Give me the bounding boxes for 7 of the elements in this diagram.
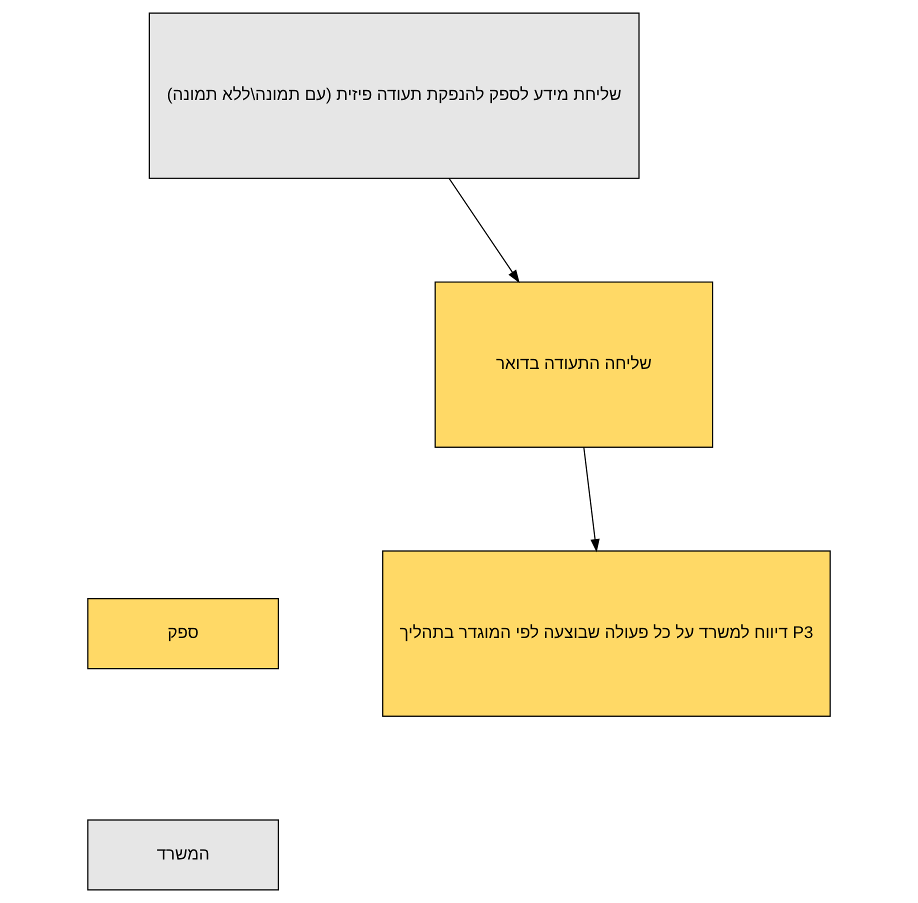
legend-label: ספק xyxy=(168,623,199,642)
arrow xyxy=(583,447,600,552)
node-box: שליחה התעודה בדואר xyxy=(434,281,714,448)
arrow xyxy=(448,178,520,284)
node-box: שליחת מידע לספק להנפקת תעודה פיזית (עם תמונה\ללא תמונה) xyxy=(148,12,640,179)
node-box: דיווח למשרד על כל פעולה שבוצעה לפי המוגדר בתהליך P3 xyxy=(382,550,831,717)
legend-label: המשרד xyxy=(156,844,210,864)
